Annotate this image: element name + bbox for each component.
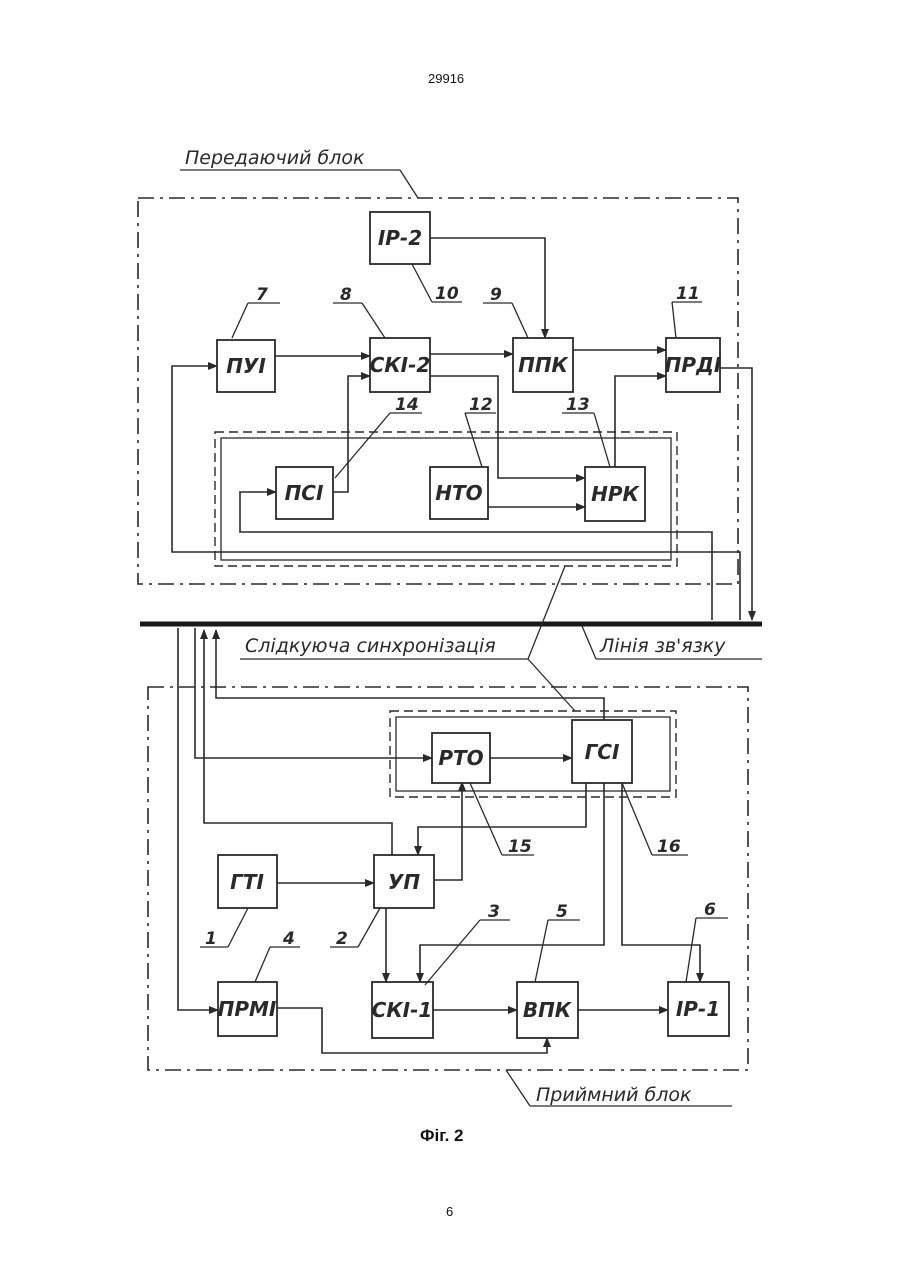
block-up-label: УП [388,870,420,894]
block-vpk-label: ВПК [523,998,573,1022]
block-rto-label: РТО [438,746,483,770]
block-pui: ПУІ [217,340,275,392]
ref-1: 1 [200,908,248,949]
block-gti-label: ГТІ [230,870,264,894]
block-vpk: ВПК [517,982,578,1038]
block-ski1-label: СКІ-1 [372,998,433,1022]
conn-line-prmi [178,628,218,1010]
block-nto-label: НТО [435,481,482,505]
comm-line-text: Лінія зв'язку [599,635,726,657]
conn-gsi-ski1 [420,783,604,982]
block-nto: НТО [430,467,488,519]
block-ir2-label: ІР-2 [378,226,422,250]
ref-10-label: 10 [435,284,459,304]
block-up: УП [374,855,434,908]
conn-up-line [204,630,392,855]
block-gsi: ГСІ [572,720,632,783]
ref-6: 6 [686,900,728,982]
block-psi: ПСІ [276,467,333,519]
conn-nrk-prdi [615,376,666,467]
ref-12-label: 12 [469,395,493,415]
ref-15: 15 [470,783,534,857]
conn-prdi-line [720,368,752,620]
block-psi-label: ПСІ [285,481,324,505]
block-nrk-label: НРК [591,482,640,506]
block-nrk: НРК [585,467,645,521]
ref-13: 13 [562,395,610,467]
ref-3-label: 3 [488,902,500,922]
block-ski1: СКІ-1 [372,982,433,1038]
ref-5: 5 [535,902,580,982]
ref-3: 3 [425,902,510,985]
block-pui-label: ПУІ [226,354,266,378]
block-ski2-label: СКІ-2 [370,353,431,377]
conn-gsi-up [418,783,586,855]
block-prmi-label: ПРМІ [218,997,277,1021]
ref-4-label: 4 [282,929,295,949]
block-gsi-label: ГСІ [585,740,620,764]
block-ppk: ППК [513,338,573,392]
ref-16: 16 [622,783,688,857]
ref-8: 8 [333,285,385,338]
ref-6-label: 6 [704,900,716,920]
figure-caption: Фіг. 2 [420,1126,464,1146]
block-ir1: ІР-1 [668,982,729,1036]
block-rto: РТО [432,733,490,783]
label-transmit-block: Передаючий блок [180,147,418,198]
ref-7-label: 7 [256,285,268,305]
block-gti: ГТІ [218,855,277,908]
ref-9: 9 [483,285,528,338]
ref-11: 11 [672,284,702,338]
ref-9-label: 9 [490,285,502,305]
block-prdi-label: ПРДІ [665,353,722,377]
block-ppk-label: ППК [518,353,569,377]
block-ir1-label: ІР-1 [676,997,720,1021]
block-ski2: СКІ-2 [370,338,431,392]
ref-12: 12 [465,395,496,467]
ref-8-label: 8 [340,285,352,305]
ref-10: 10 [412,264,462,304]
transmit-block-text: Передаючий блок [185,147,365,169]
receive-block-text: Приймний блок [536,1084,692,1106]
ref-7: 7 [232,285,280,338]
block-prdi: ПРДІ [665,338,722,392]
page-number: 6 [446,1204,453,1219]
conn-gsi-ir1 [622,783,700,982]
ref-5-label: 5 [556,902,568,922]
label-receive-block: Приймний блок [506,1070,732,1106]
label-comm-line: Лінія зв'язку [582,626,762,659]
block-ir2: ІР-2 [370,212,430,264]
ref-16-label: 16 [657,837,681,857]
tracking-sync-text: Слідкуюча синхронізація [245,635,496,657]
ref-1-label: 1 [205,929,217,949]
block-prmi: ПРМІ [218,982,277,1036]
ref-14-label: 14 [395,395,419,415]
ref-11-label: 11 [676,284,700,304]
ref-15-label: 15 [508,837,532,857]
ref-2-label: 2 [336,929,348,949]
ref-2: 2 [330,908,380,949]
label-tracking-sync: Слідкуюча синхронізація [240,566,575,711]
ref-13-label: 13 [566,395,590,415]
ref-4: 4 [255,929,300,982]
